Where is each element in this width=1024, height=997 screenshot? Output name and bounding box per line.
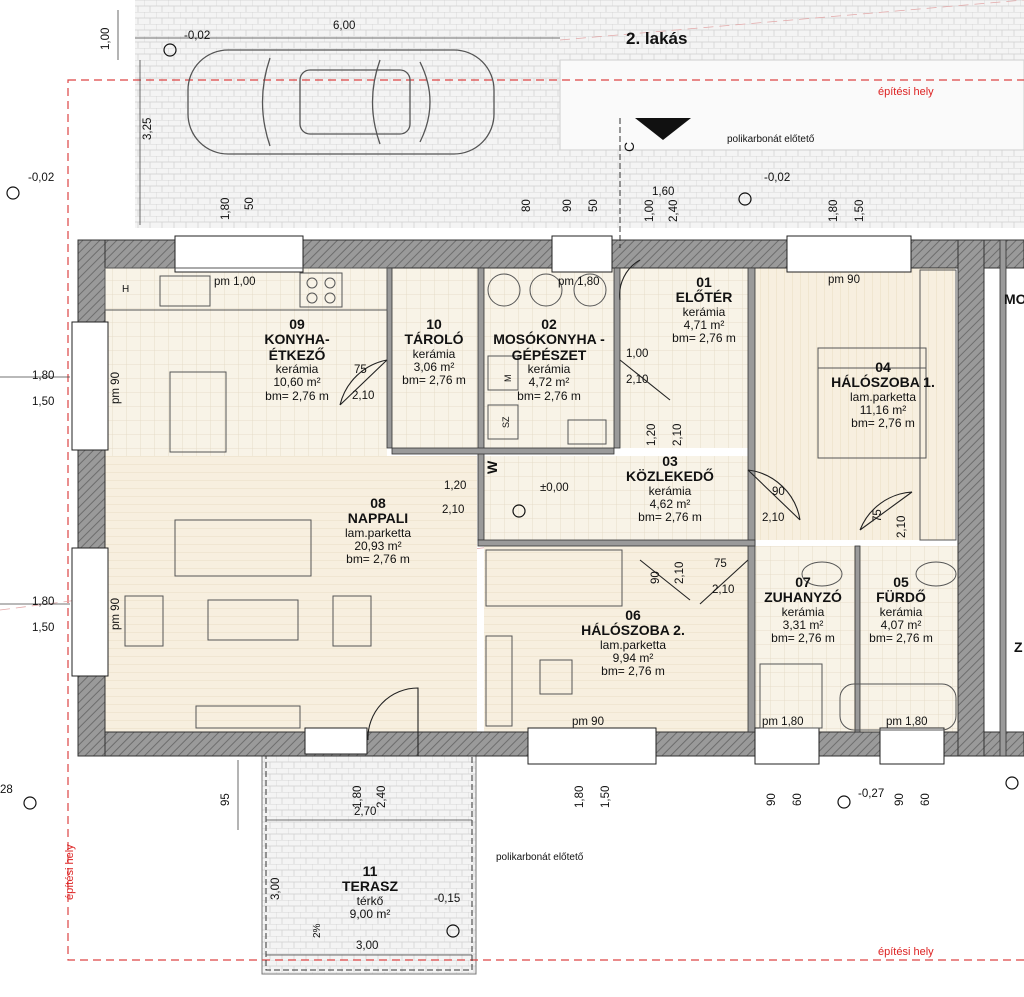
dim-bath-window-h: 60	[920, 793, 932, 806]
kitchen-floor	[105, 268, 387, 456]
dim-bed2-window-h: 1,50	[600, 785, 612, 808]
dim-v-4: 50	[244, 197, 256, 210]
dim-terrace-canopy: 2,70	[354, 806, 377, 818]
dim-v-8: 1,00	[644, 199, 656, 222]
win-kitchen-w: 1,80	[32, 370, 55, 382]
dim-v-6: 90	[562, 199, 574, 212]
dim-terrace-depth: 3,00	[270, 877, 282, 900]
dim-v-9: 2,40	[668, 199, 680, 222]
pm-kitchen: pm 1,00	[214, 276, 256, 288]
dim-shower-window-h: 60	[792, 793, 804, 806]
canopy-label-top: polikarbonát előtető	[727, 134, 815, 145]
win-living-w: 1,80	[32, 596, 55, 608]
dim-v-1: 1,00	[100, 27, 112, 50]
door-bed2-h: 2,10	[674, 561, 686, 584]
building-line	[67, 79, 1024, 961]
room-02: 02 MOSÓKONYHA - GÉPÉSZET kerámia 4,72 m²…	[493, 316, 605, 403]
pm-living-window: pm 90	[110, 598, 122, 630]
level-bottom-right: -0,27	[858, 788, 885, 800]
door-bath-w: 75	[872, 509, 884, 522]
door-laundry-h: 2,10	[626, 374, 649, 386]
building-line-label-top: építési hely	[878, 86, 934, 98]
door-shower-h: 2,10	[712, 584, 735, 596]
pm-bath: pm 1,80	[886, 716, 928, 728]
room-06: 06 HÁLÓSZOBA 2. lam.parketta 9,94 m² bm=…	[581, 607, 685, 679]
dim-bath-window-w: 90	[894, 793, 906, 806]
win-kitchen-h: 1,50	[32, 396, 55, 408]
level-top: -0,02	[184, 30, 211, 42]
furniture	[104, 267, 957, 731]
pm-laundry: pm 1,80	[558, 276, 600, 288]
door-storage-h: 2,10	[352, 390, 375, 402]
door-bed1-h: 2,10	[762, 512, 785, 524]
dim-v-3: 1,80	[220, 197, 232, 220]
door-swings	[339, 259, 913, 756]
door-bed2-w: 90	[650, 571, 662, 584]
level-right: -0,02	[764, 172, 791, 184]
door-bed1-w: 90	[772, 486, 785, 498]
neighbor-room-label-2: Z	[1014, 639, 1023, 655]
room-10: 10 TÁROLÓ kerámia 3,06 m² bm= 2,76 m	[402, 316, 466, 388]
apartment-title: 2. lakás	[626, 29, 688, 48]
room-03: 03 KÖZLEKEDŐ kerámia 4,62 m² bm= 2,76 m	[626, 453, 714, 525]
interior-walls	[386, 239, 1007, 757]
dim-terrace-door-h: 2,40	[376, 785, 388, 808]
door-corridor-h: 2,10	[672, 423, 684, 446]
dim-v-11: 1,50	[854, 199, 866, 222]
level-terrace: -0,15	[434, 893, 461, 905]
canopy-label-bottom: polikarbonát előtető	[496, 852, 584, 863]
dim-width-top: 6,00	[333, 20, 356, 32]
building-line-label-bottom: építési hely	[878, 946, 934, 958]
door-laundry-w: 1,00	[626, 348, 649, 360]
opening-w: 1,20	[444, 480, 467, 492]
opening-h: 2,10	[442, 504, 465, 516]
door-corridor-w: 1,20	[646, 423, 658, 446]
pm-bedroom1: pm 90	[828, 274, 860, 286]
room-04: 04 HÁLÓSZOBA 1. lam.parketta 11,16 m² bm…	[831, 359, 935, 431]
dim-shower-window-w: 90	[766, 793, 778, 806]
room-09: 09 KONYHA- ÉTKEZŐ kerámia 10,60 m² bm= 2…	[264, 316, 330, 403]
terrace-paving	[261, 751, 477, 975]
door-storage-w: 75	[354, 364, 367, 376]
car-outline	[187, 49, 495, 155]
windows	[71, 235, 945, 765]
dim-v-2: 3,25	[142, 117, 154, 140]
pm-bedroom2: pm 90	[572, 716, 604, 728]
level-left-bottom: 28	[0, 784, 13, 796]
room-01: 01 ELŐTÉR kerámia 4,71 m² bm= 2,76 m	[672, 274, 736, 346]
wall-mark: W	[484, 460, 500, 474]
room-07: 07 ZUHANYZÓ kerámia 3,31 m² bm= 2,76 m	[764, 574, 842, 646]
dim-terrace-offset: 95	[220, 793, 232, 806]
door-shower-w: 75	[714, 558, 727, 570]
dim-bed2-window-w: 1,80	[574, 785, 586, 808]
dryer-mark: SZ	[501, 416, 511, 428]
stove-mark: H	[122, 284, 130, 295]
washer-mark: M	[503, 374, 513, 383]
section-mark: C	[621, 141, 637, 152]
door-bath-h: 2,10	[896, 515, 908, 538]
win-living-h: 1,50	[32, 622, 55, 634]
zero-level: ±0,00	[540, 482, 569, 494]
dim-v-7: 50	[588, 199, 600, 212]
terrace-slope: 2%	[312, 923, 323, 938]
pm-shower: pm 1,80	[762, 716, 804, 728]
building-line-label-left: építési hely	[64, 844, 76, 900]
level-left: -0,02	[28, 172, 55, 184]
neighbor-room-label: MO	[1004, 291, 1024, 307]
room-05: 05 FÜRDŐ kerámia 4,07 m² bm= 2,76 m	[869, 574, 933, 646]
dim-terrace-door-w: 1,80	[352, 785, 364, 808]
pm-kitchen-window: pm 90	[110, 372, 122, 404]
dim-v-10: 1,80	[828, 199, 840, 222]
dim-terrace-width: 3,00	[356, 940, 379, 952]
dim-v-5: 80	[521, 199, 533, 212]
room-08: 08 NAPPALI lam.parketta 20,93 m² bm= 2,7…	[344, 495, 412, 567]
room-11: 11 TERASZ térkő 9,00 m²	[342, 863, 398, 921]
dim-h-canopy: 1,60	[652, 186, 675, 198]
